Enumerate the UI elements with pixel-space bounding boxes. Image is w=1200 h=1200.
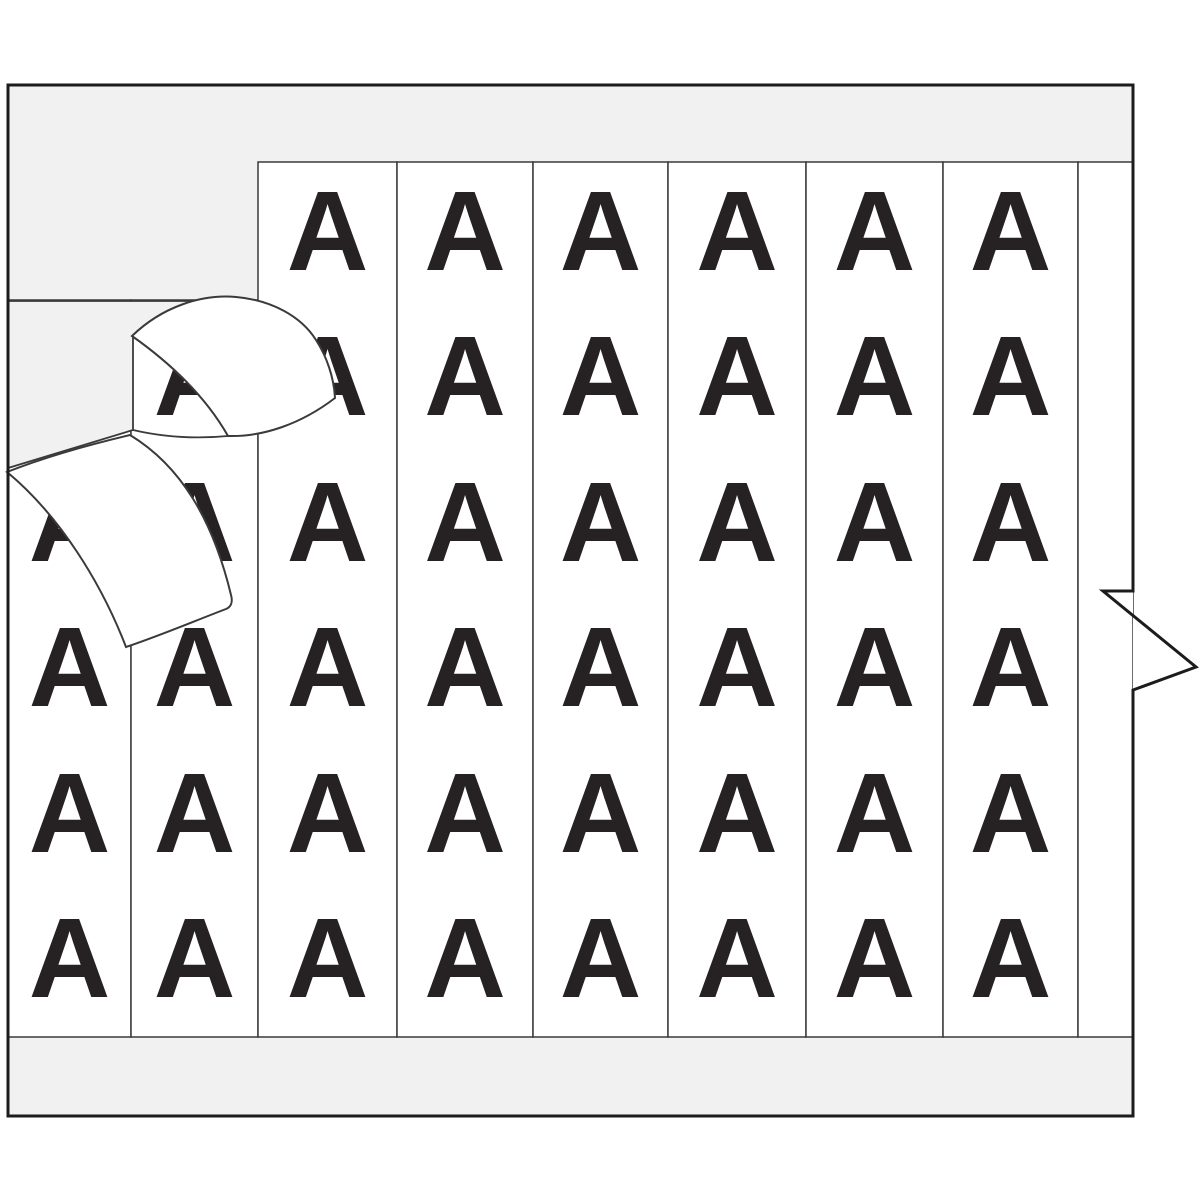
marker-letter: A [424, 313, 506, 439]
marker-letter: A [970, 604, 1052, 730]
marker-strip [396, 161, 534, 1038]
marker-letter: A [560, 313, 642, 439]
marker-letter: A [696, 168, 778, 294]
marker-letter: A [29, 750, 111, 876]
marker-letter: A [154, 750, 236, 876]
marker-letter: A [560, 168, 642, 294]
marker-letter: A [287, 604, 369, 730]
marker-strip [532, 161, 669, 1038]
marker-letter: A [696, 750, 778, 876]
marker-letter: A [970, 750, 1052, 876]
marker-letter: A [154, 895, 236, 1021]
marker-strip [805, 161, 944, 1038]
marker-letter: A [29, 604, 111, 730]
marker-letter: A [560, 604, 642, 730]
marker-letter: A [696, 895, 778, 1021]
marker-letter: A [696, 604, 778, 730]
marker-letter: A [970, 895, 1052, 1021]
marker-letter: A [287, 459, 369, 585]
marker-letter: A [560, 895, 642, 1021]
marker-strip [942, 161, 1079, 1038]
peeled-label-lower [5, 433, 233, 649]
marker-letter: A [424, 604, 506, 730]
marker-letter: A [834, 168, 916, 294]
marker-letter: A [834, 604, 916, 730]
letters-layer: AAAAAAAAAAAAAAAAAAAAAAAAAAAAAAAAAAAAAAAA… [29, 168, 1052, 1021]
marker-letter: A [970, 313, 1052, 439]
marker-letter: A [287, 168, 369, 294]
marker-letter: A [970, 459, 1052, 585]
card-border [6, 83, 1199, 1118]
marker-strip [257, 161, 398, 1038]
marker-letter: A [287, 750, 369, 876]
marker-letter: A [560, 459, 642, 585]
marker-letter: A [424, 459, 506, 585]
marker-letter: A [970, 168, 1052, 294]
marker-letter: A [424, 750, 506, 876]
marker-letter: A [834, 459, 916, 585]
marker-letter: A [834, 895, 916, 1021]
notch-flap [1103, 591, 1196, 690]
marker-letter: A [834, 750, 916, 876]
die-cut-line [132, 429, 229, 439]
marker-letter: A [696, 459, 778, 585]
marker-letter: A [834, 313, 916, 439]
marker-letter: A [560, 750, 642, 876]
marker-letter: A [696, 313, 778, 439]
marker-letter: A [29, 895, 111, 1021]
marker-strip [667, 161, 807, 1038]
marker-letter: A [287, 895, 369, 1021]
marker-letter: A [424, 895, 506, 1021]
peeled-label-upper [130, 295, 337, 438]
marker-letter: A [424, 168, 506, 294]
